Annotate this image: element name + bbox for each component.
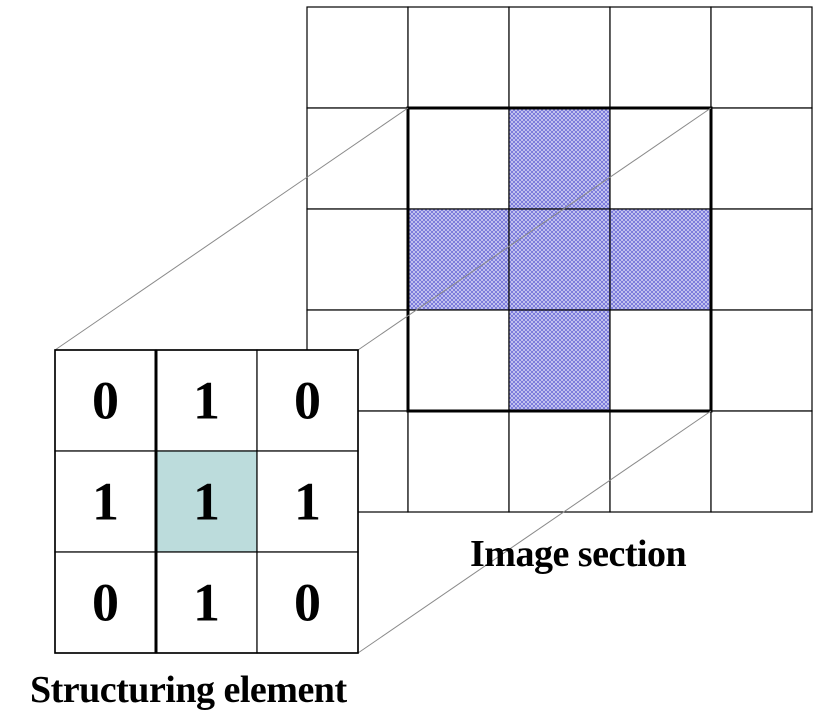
projection-line	[54, 107, 409, 351]
image-pixel	[407, 6, 510, 109]
structuring-element-label: Structuring element	[30, 669, 347, 711]
image-pixel-highlighted	[407, 208, 510, 311]
image-pixel	[306, 6, 409, 109]
image-pixel-highlighted	[508, 107, 611, 210]
image-section-grid	[306, 6, 813, 513]
structuring-element-value: 1	[193, 472, 220, 532]
image-pixel	[508, 410, 611, 513]
image-pixel	[407, 309, 510, 412]
image-pixel	[609, 410, 712, 513]
structuring-element-value: 0	[92, 371, 119, 431]
image-pixel-highlighted	[508, 309, 611, 412]
structuring-element-cell	[54, 551, 157, 654]
structuring-element-cell	[256, 551, 359, 654]
image-pixel	[710, 208, 813, 311]
structuring-element-value: 1	[294, 472, 321, 532]
image-window-border	[406, 106, 713, 413]
image-pixel	[609, 107, 712, 210]
image-pixel	[710, 6, 813, 109]
structuring-element-value: 0	[294, 371, 321, 431]
image-pixel	[306, 107, 409, 210]
image-pixel	[306, 208, 409, 311]
structuring-element-cell	[155, 349, 258, 452]
structuring-element-value: 1	[193, 573, 220, 633]
structuring-element-value: 1	[193, 371, 220, 431]
structuring-element-grid: 0 1 0 1 1 1 0 1 0	[54, 349, 359, 654]
image-section-label: Image section	[470, 533, 687, 575]
structuring-element-value: 0	[294, 573, 321, 633]
image-pixel	[710, 410, 813, 513]
structuring-element-border	[54, 349, 359, 654]
image-pixel	[609, 309, 712, 412]
image-pixel	[710, 107, 813, 210]
image-pixel-highlighted	[609, 208, 712, 311]
structuring-element-value: 1	[92, 472, 119, 532]
projection-lines	[54, 107, 712, 654]
image-pixel-highlighted	[508, 208, 611, 311]
image-pixel	[609, 6, 712, 109]
projection-line	[357, 410, 712, 654]
image-pixel	[407, 410, 510, 513]
image-pixel	[508, 6, 611, 109]
structuring-element-value: 0	[92, 573, 119, 633]
image-pixel	[710, 309, 813, 412]
projection-line	[357, 107, 712, 351]
structuring-element-cell	[256, 349, 359, 452]
structuring-element-cell	[54, 349, 157, 452]
image-pixel	[407, 107, 510, 210]
